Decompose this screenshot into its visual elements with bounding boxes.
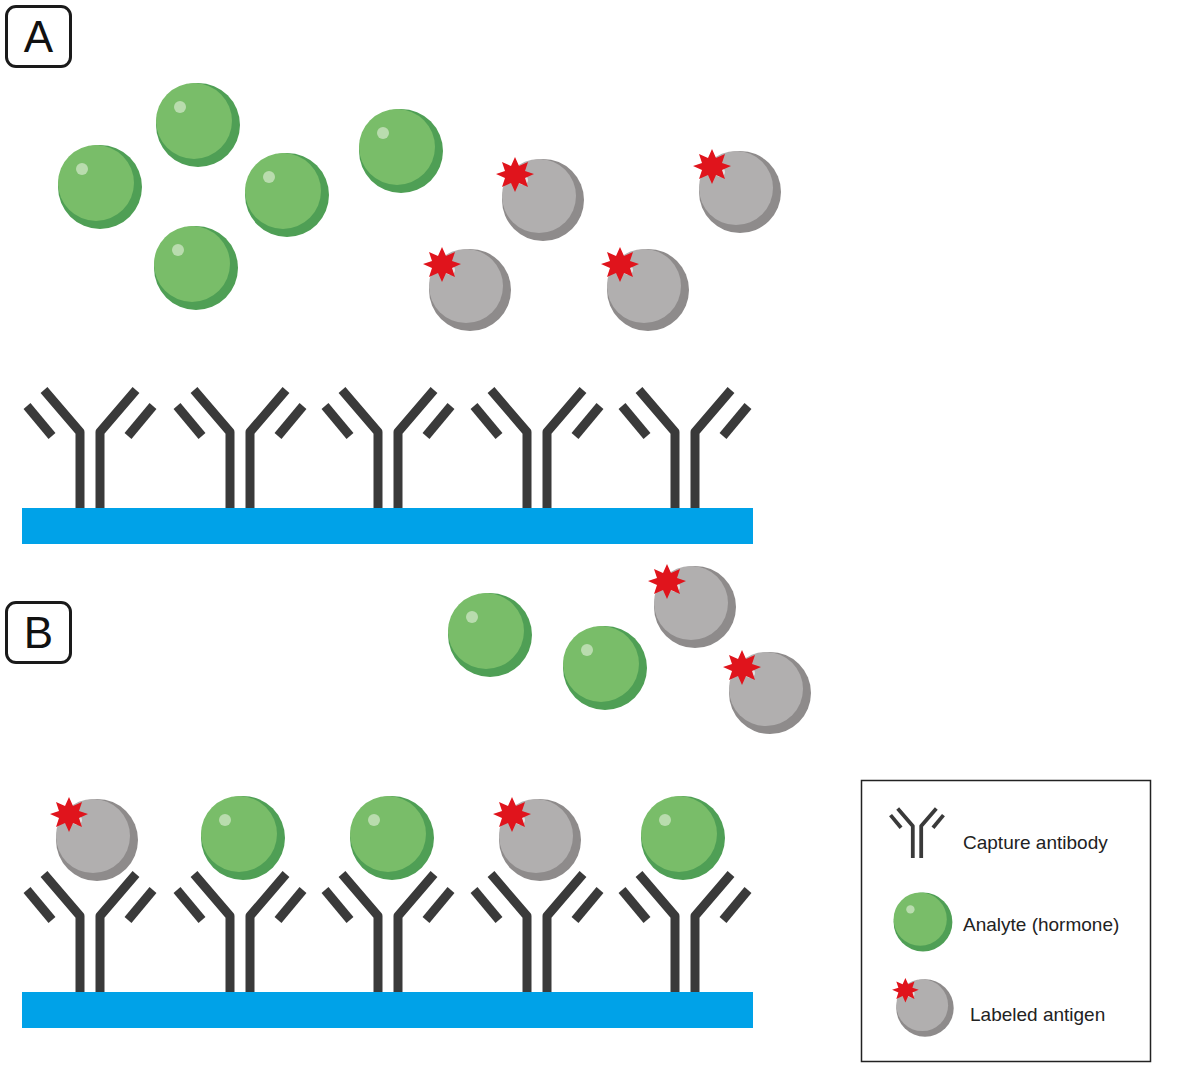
analyte-sphere bbox=[154, 226, 238, 310]
analyte-sphere bbox=[201, 796, 285, 880]
panel-label-box: A bbox=[5, 5, 72, 68]
labeled-antigen bbox=[423, 247, 511, 331]
capture-antibody bbox=[177, 874, 303, 992]
solid-support bbox=[22, 992, 753, 1028]
capture-antibody bbox=[622, 874, 748, 992]
labeled-antigen bbox=[50, 797, 138, 881]
labeled-antigen bbox=[493, 797, 581, 881]
solid-support bbox=[22, 508, 753, 544]
capture-antibody bbox=[27, 874, 153, 992]
panel-label-box: B bbox=[5, 601, 72, 664]
capture-antibody bbox=[622, 390, 748, 508]
capture-antibody bbox=[177, 390, 303, 508]
capture-antibody bbox=[474, 390, 600, 508]
capture-antibody bbox=[27, 390, 153, 508]
analyte-sphere bbox=[563, 626, 647, 710]
legend-label: Analyte (hormone) bbox=[963, 915, 1119, 936]
capture-antibody bbox=[325, 390, 451, 508]
capture-antibody bbox=[474, 874, 600, 992]
legend-label: Capture antibody bbox=[963, 833, 1108, 854]
capture-antibody bbox=[325, 874, 451, 992]
analyte-sphere bbox=[448, 593, 532, 677]
legend-analyte-sample bbox=[894, 893, 953, 952]
legend-label: Labeled antigen bbox=[970, 1005, 1105, 1026]
analyte-sphere bbox=[359, 109, 443, 193]
labeled-antigen bbox=[648, 564, 736, 648]
labeled-antigen bbox=[693, 149, 781, 233]
analyte-sphere bbox=[156, 83, 240, 167]
panel-letter: B bbox=[24, 611, 53, 655]
labeled-antigen bbox=[601, 247, 689, 331]
analyte-sphere bbox=[641, 796, 725, 880]
legend-antibody-sample bbox=[891, 808, 944, 858]
analyte-sphere bbox=[58, 145, 142, 229]
legend-antigen-sample bbox=[892, 978, 954, 1037]
analyte-sphere bbox=[350, 796, 434, 880]
labeled-antigen bbox=[723, 650, 811, 734]
legend-frame bbox=[862, 781, 1151, 1062]
analyte-sphere bbox=[245, 153, 329, 237]
panel-letter: A bbox=[24, 15, 53, 59]
labeled-antigen bbox=[496, 157, 584, 241]
